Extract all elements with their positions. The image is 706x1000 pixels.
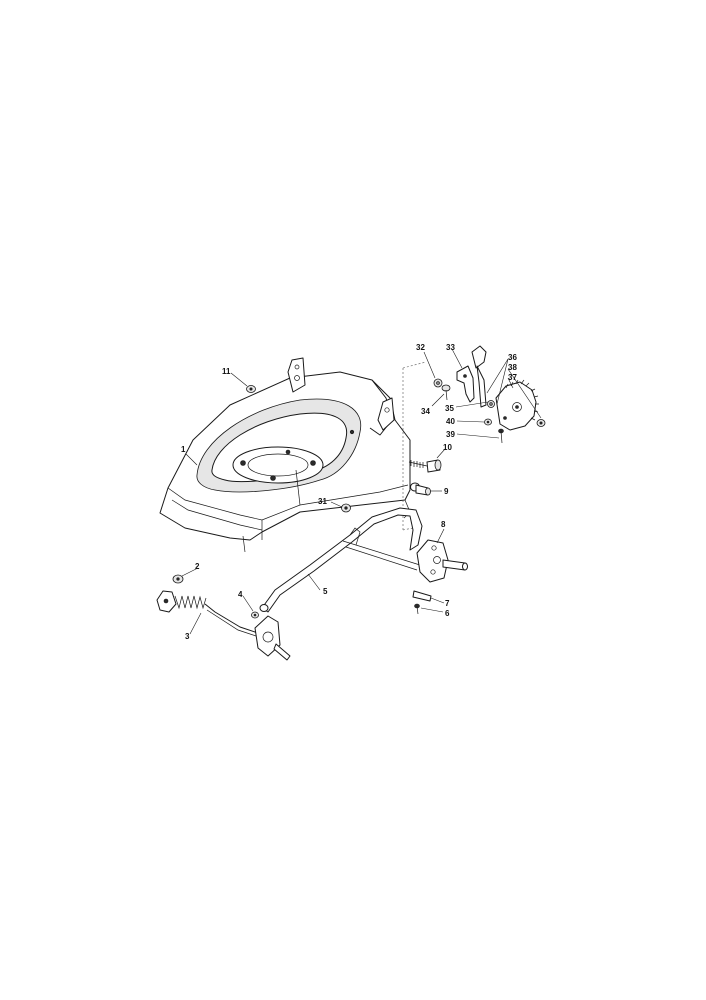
front-axle-spring-part xyxy=(156,590,291,661)
label-34: 34 xyxy=(421,407,430,416)
label-11: 11 xyxy=(222,367,231,376)
washer-part-31 xyxy=(341,503,351,513)
clip-part-7 xyxy=(412,590,432,602)
nut-part-4 xyxy=(251,611,259,619)
label-1: 1 xyxy=(181,445,186,454)
label-3: 3 xyxy=(185,632,190,641)
bushing-part-9 xyxy=(410,482,431,496)
screw-part-6 xyxy=(414,603,420,615)
label-2: 2 xyxy=(195,562,200,571)
nut-part-40 xyxy=(484,418,492,426)
toothed-plate-part xyxy=(495,379,539,431)
label-38: 38 xyxy=(508,363,517,372)
label-32: 32 xyxy=(416,343,425,352)
spacer-part-35 xyxy=(487,400,495,408)
height-adjust-rod-part xyxy=(259,507,423,613)
label-6: 6 xyxy=(445,609,450,618)
label-5: 5 xyxy=(323,587,328,596)
washer-part-32 xyxy=(433,378,443,388)
nut-part-38 xyxy=(536,419,546,427)
screw-part-39 xyxy=(498,428,504,444)
bolt-part-34 xyxy=(441,384,451,401)
part-number-labels: 1 2 3 4 5 6 7 8 9 10 11 31 32 33 34 35 3… xyxy=(181,343,517,641)
label-4: 4 xyxy=(238,590,243,599)
label-39: 39 xyxy=(446,430,455,439)
leader-lines xyxy=(181,348,542,635)
lever-part-33 xyxy=(456,345,487,408)
label-36: 36 xyxy=(508,353,517,362)
label-9: 9 xyxy=(444,487,449,496)
label-10: 10 xyxy=(443,443,452,452)
nut-part-2 xyxy=(172,574,184,584)
nut-part-11 xyxy=(246,385,256,393)
label-8: 8 xyxy=(441,520,446,529)
knob-part-10 xyxy=(408,459,442,473)
label-40: 40 xyxy=(446,417,455,426)
rear-axle-bracket-part xyxy=(416,539,468,583)
label-37: 37 xyxy=(508,373,517,382)
label-33: 33 xyxy=(446,343,455,352)
mower-deck-part xyxy=(159,357,411,553)
label-7: 7 xyxy=(445,599,450,608)
label-35: 35 xyxy=(445,404,454,413)
label-31: 31 xyxy=(318,497,327,506)
